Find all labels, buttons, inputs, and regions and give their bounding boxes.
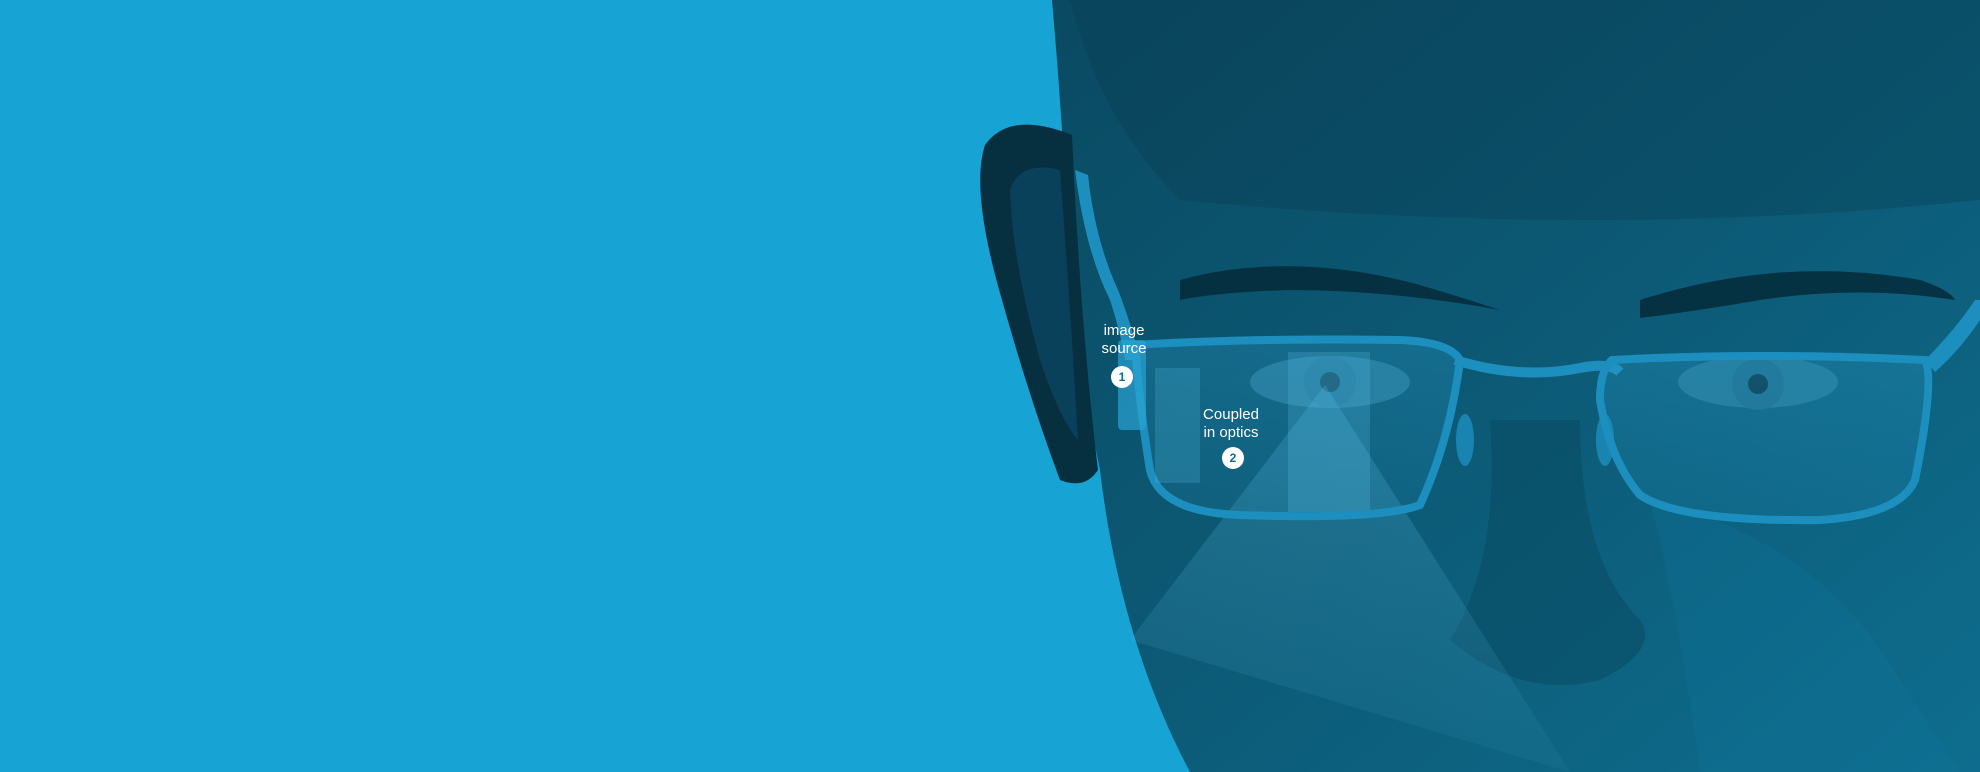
left-eyebrow [1180,266,1500,310]
callout-1-label: image source [1098,322,1150,358]
projection-beam [1130,385,1570,772]
callout-1-line1: image [1103,322,1145,339]
callout-1-badge: 1 [1111,366,1133,388]
callout-2-line2: in optics [1203,424,1259,441]
nose-shade [1450,420,1645,685]
forehead-shade [1070,0,1980,220]
ear-inner [1010,167,1078,440]
right-eyebrow [1640,271,1955,318]
callout-2-label: Coupled in optics [1198,406,1264,442]
glasses [1075,170,1980,525]
callout-2-badge: 2 [1222,447,1244,469]
callout-2-line1: Coupled [1203,406,1259,423]
cheek-light [1650,500,1960,772]
callout-1-line2: source [1101,340,1147,357]
